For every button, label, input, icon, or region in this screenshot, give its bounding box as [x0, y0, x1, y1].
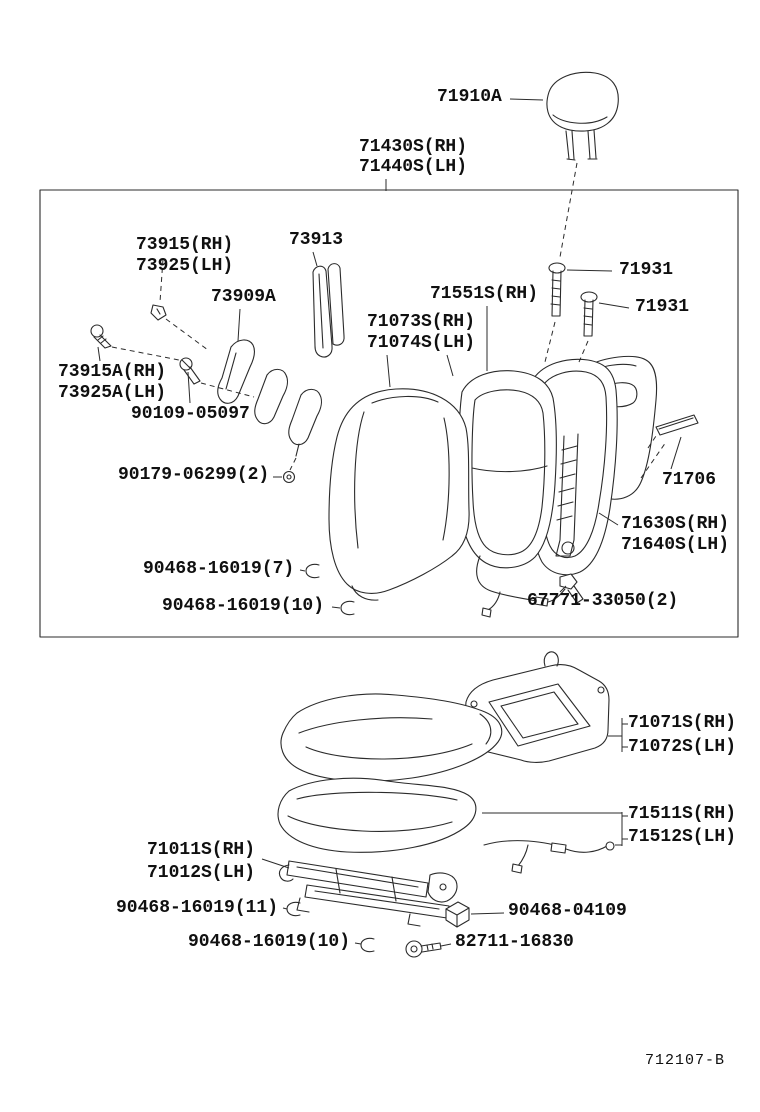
part-label-71511s-rh: 71511S(RH)	[628, 804, 737, 824]
part-label-73915-rh: 73915(RH)	[136, 235, 234, 255]
part-label-71630s-rh: 71630S(RH)	[621, 514, 730, 534]
clip-73915-graphic	[150, 304, 167, 321]
headrest-bolt-upper-graphic	[548, 262, 566, 317]
trim-part-73909a-graphic	[217, 339, 255, 404]
clip-90468-7-graphic	[305, 563, 320, 579]
bolt-73915a-graphic	[90, 324, 112, 349]
screw-82711-graphic	[405, 940, 442, 958]
trim-part-small-b-graphic	[288, 388, 322, 457]
dashed-leader-lines	[111, 162, 667, 479]
part-label-73925-lh: 73925(LH)	[136, 256, 234, 276]
seatback-cushion-graphic	[328, 388, 470, 601]
clip-90468-10-upper-graphic	[340, 600, 355, 616]
part-label-90468-16019-7: 90468-16019(7)	[143, 559, 295, 579]
trim-strip-73913-graphic	[312, 263, 345, 358]
part-label-73913: 73913	[289, 230, 344, 250]
part-label-71931-lower: 71931	[635, 297, 690, 317]
part-label-71551s-rh: 71551S(RH)	[430, 284, 539, 304]
headrest-graphic	[546, 71, 619, 161]
seat-rail-frame-graphic	[278, 860, 458, 927]
headrest-bolt-lower-graphic	[580, 291, 598, 337]
part-label-90179-06299: 90179-06299(2)	[118, 465, 270, 485]
doc-code: 712107-B	[645, 1052, 726, 1069]
part-label-71072s-lh: 71072S(LH)	[628, 737, 737, 757]
seat-wire-graphic	[483, 840, 615, 874]
grommet-90179-graphic	[282, 470, 296, 484]
part-label-90109-05097: 90109-05097	[131, 404, 250, 424]
part-label-73925a-lh: 73925A(LH)	[58, 383, 167, 403]
part-label-71073s-rh: 71073S(RH)	[367, 312, 476, 332]
part-label-71012s-lh: 71012S(LH)	[147, 863, 256, 883]
bolt-67771-graphic	[559, 573, 584, 604]
part-label-67771-33050: 67771-33050(2)	[527, 591, 679, 611]
seatback-pad-graphic	[458, 370, 557, 569]
part-label-71910a: 71910A	[437, 87, 502, 107]
part-label-90468-16019-10-lo: 90468-16019(10)	[188, 932, 351, 952]
part-label-73909a: 73909A	[211, 287, 276, 307]
wiring-harness-graphic	[476, 555, 566, 618]
part-label-71512s-lh: 71512S(LH)	[628, 827, 737, 847]
trim-part-small-a-graphic	[254, 368, 288, 425]
part-label-71706: 71706	[662, 470, 717, 490]
part-label-71430s-rh: 71430S(RH)	[359, 137, 468, 157]
part-label-90468-04109: 90468-04109	[508, 901, 627, 921]
part-label-90468-16019-10-up: 90468-16019(10)	[162, 596, 325, 616]
leader-lines	[97, 98, 682, 947]
screw-90109-graphic	[179, 357, 201, 385]
clip-90468-10-lower-graphic	[360, 937, 375, 953]
part-label-71931-upper: 71931	[619, 260, 674, 280]
part-label-71640s-lh: 71640S(LH)	[621, 535, 730, 555]
seat-cushion-cover-graphic	[280, 693, 503, 782]
seat-cushion-pad-graphic	[277, 777, 477, 853]
assembly-box-outline	[39, 189, 739, 638]
part-label-90468-16019-11: 90468-16019(11)	[116, 898, 279, 918]
part-label-82711-16830: 82711-16830	[455, 932, 574, 952]
part-label-73915a-rh: 73915A(RH)	[58, 362, 167, 382]
part-label-71440s-lh: 71440S(LH)	[359, 157, 468, 177]
part-label-71071s-rh: 71071S(RH)	[628, 713, 737, 733]
strip-71706-graphic	[655, 414, 699, 436]
spacer-90468-04109-graphic	[445, 901, 470, 928]
part-label-71011s-rh: 71011S(RH)	[147, 840, 256, 860]
part-label-71074s-lh: 71074S(LH)	[367, 333, 476, 353]
